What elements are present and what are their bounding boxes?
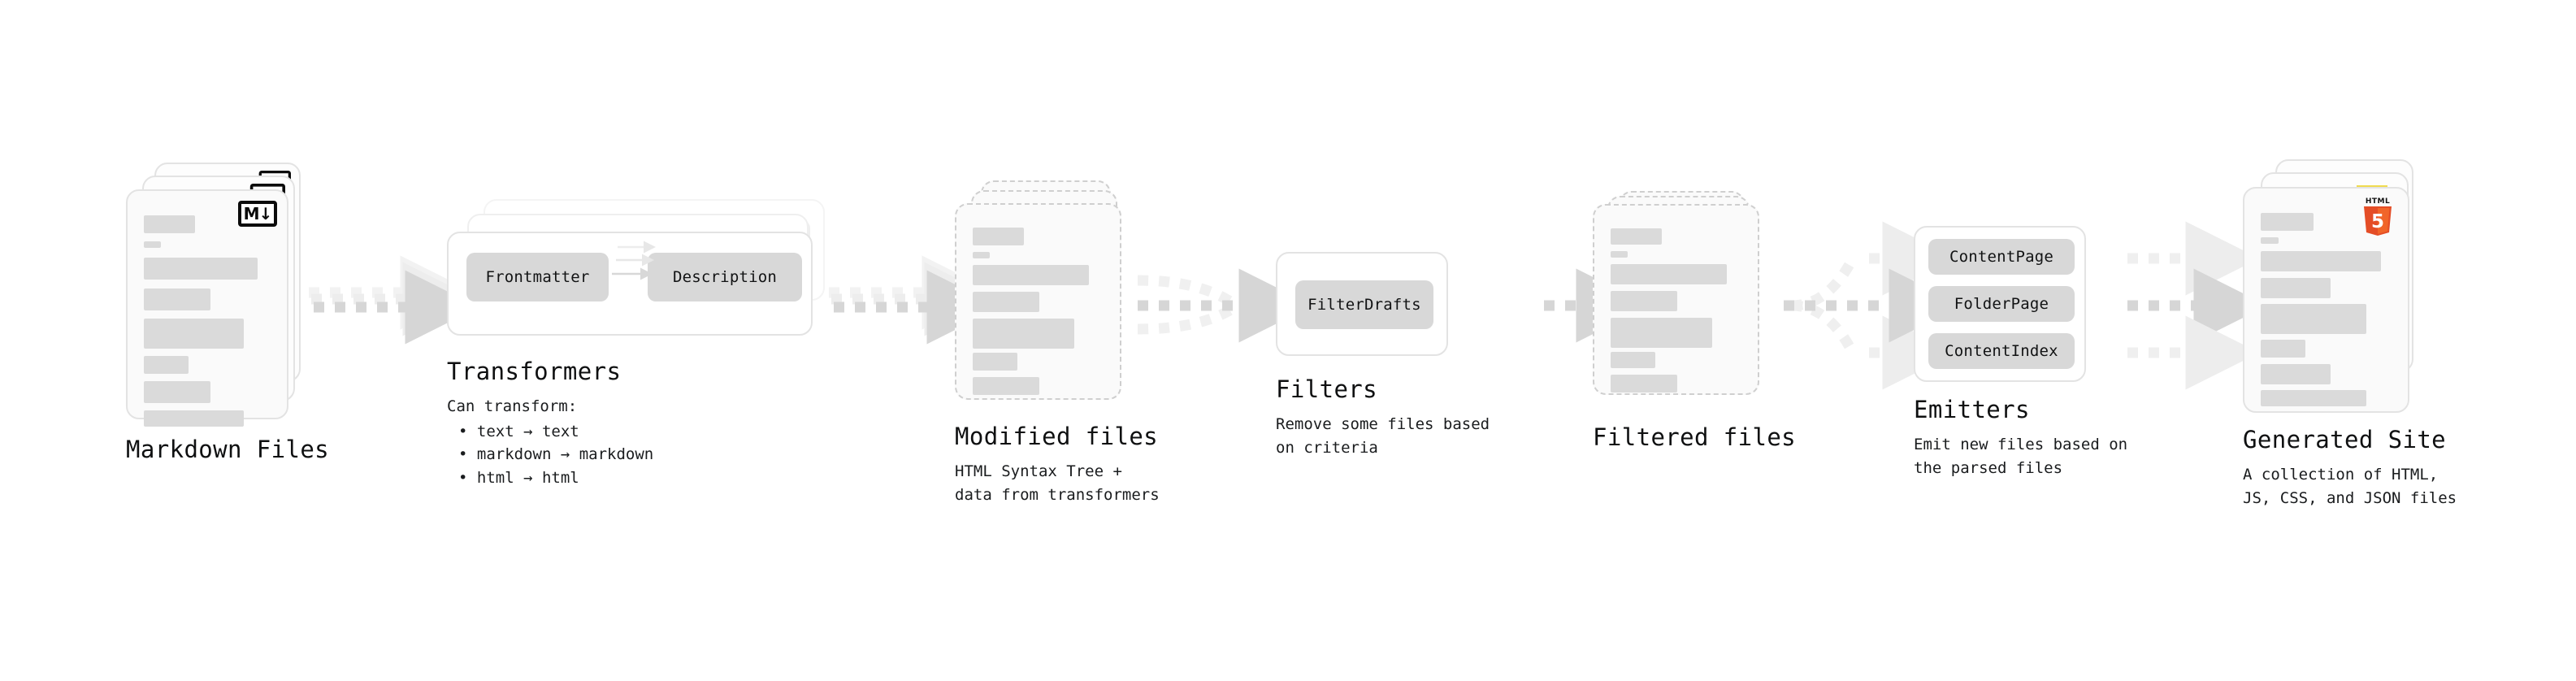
generated-site-subtitle: A collection of HTML, JS, CSS, and JSON … xyxy=(2243,466,2457,507)
emitter-node-contentpage[interactable]: ContentPage xyxy=(1928,239,2075,275)
skeleton-line xyxy=(973,252,990,258)
modified-file-stack xyxy=(955,180,1142,416)
transformers-bullet-list: • text → text • markdown → markdown • ht… xyxy=(447,420,829,490)
connector-emitters-to-site xyxy=(2127,221,2268,390)
generated-card-front-html: HTML 5 xyxy=(2243,187,2409,413)
skeleton-line xyxy=(973,228,1024,245)
page-title: Generated Site xyxy=(2243,426,2447,453)
skeleton-line xyxy=(2261,278,2331,298)
skeleton-line xyxy=(144,215,195,233)
page-title: Filters xyxy=(1276,375,1378,403)
modified-card-front xyxy=(955,203,1121,400)
skeleton-line xyxy=(973,319,1074,349)
skeleton-line xyxy=(2261,251,2381,271)
skeleton-line xyxy=(144,381,210,403)
skeleton-line xyxy=(144,319,244,349)
skeleton-line xyxy=(973,353,1017,371)
stage-modified-files: Modified files HTML Syntax Tree + data f… xyxy=(955,180,1160,506)
page-title: Emitters xyxy=(1914,396,2030,423)
emitters-subtitle: Emit new files based on the parsed files xyxy=(1914,436,2128,477)
skeleton-line xyxy=(2261,390,2366,406)
skeleton-line xyxy=(144,410,244,427)
page-title: Markdown Files xyxy=(126,436,330,463)
stage-markdown-files: M↓ M↓ M↓ Markdown Files xyxy=(126,163,329,463)
list-item-label: html → html xyxy=(476,468,579,487)
skeleton-line xyxy=(1611,352,1655,368)
transformer-panel-front[interactable]: Frontmatter Description xyxy=(447,232,813,336)
skeleton-line xyxy=(1611,291,1677,311)
list-item-label: markdown → markdown xyxy=(476,445,654,463)
skeleton-line xyxy=(2261,237,2279,244)
list-item: • text → text xyxy=(447,420,829,444)
skeleton-line xyxy=(144,241,161,248)
stage-filtered-files: Filtered files xyxy=(1593,191,1796,451)
skeleton-line xyxy=(1611,318,1712,348)
svg-text:5: 5 xyxy=(2371,211,2384,232)
page-title: Modified files xyxy=(955,423,1159,450)
page-title: Transformers xyxy=(447,358,622,385)
stage-generated-site: CSS HTML 5 xyxy=(2243,159,2457,510)
connector-transformers-to-modified xyxy=(829,255,1001,345)
filtered-file-stack xyxy=(1593,191,1780,419)
generated-site-stack: CSS HTML 5 xyxy=(2243,159,2446,419)
skeleton-line xyxy=(2261,213,2314,231)
skeleton-line xyxy=(2261,304,2366,334)
stage-filters: FilterDrafts Filters Remove some files b… xyxy=(1276,252,1490,459)
transformer-node-description[interactable]: Description xyxy=(648,253,802,301)
skeleton-line xyxy=(144,356,189,374)
connector-filtered-to-emitters xyxy=(1784,221,1963,390)
skeleton-line xyxy=(1611,251,1628,258)
bullet-marker: • xyxy=(458,468,468,487)
transformers-panel-stack: Frontmatter Description xyxy=(447,199,829,336)
html5-badge-icon: HTML 5 xyxy=(2364,197,2392,236)
stage-emitters: ContentPage FolderPage ContentIndex Emit… xyxy=(1914,226,2127,479)
skeleton-line xyxy=(973,265,1089,285)
modified-files-subtitle: HTML Syntax Tree + data from transformer… xyxy=(955,462,1160,504)
emitter-node-folderpage[interactable]: FolderPage xyxy=(1928,286,2075,322)
emitter-node-contentindex[interactable]: ContentIndex xyxy=(1928,333,2075,369)
skeleton-line xyxy=(1611,264,1727,284)
transformer-node-frontmatter[interactable]: Frontmatter xyxy=(466,253,609,301)
skeleton-line xyxy=(973,377,1039,395)
emitters-panel-stack: ContentPage FolderPage ContentIndex xyxy=(1914,226,2109,384)
list-item: • html → html xyxy=(447,466,829,490)
transformers-subtitle: Can transform: xyxy=(447,397,578,415)
bullet-marker: • xyxy=(458,445,468,463)
filters-panel[interactable]: FilterDrafts xyxy=(1276,252,1448,356)
markdown-file-stack: M↓ M↓ M↓ xyxy=(126,163,313,427)
skeleton-line xyxy=(973,292,1039,312)
page-title: Filtered files xyxy=(1593,423,1797,451)
skeleton-line xyxy=(1611,375,1677,393)
filter-node-filterdrafts[interactable]: FilterDrafts xyxy=(1295,280,1433,329)
skeleton-line xyxy=(144,288,210,310)
filters-panel-stack: FilterDrafts xyxy=(1276,252,1455,358)
markdown-card-front: M↓ xyxy=(126,189,288,427)
skeleton-line xyxy=(2261,340,2305,358)
list-item: • markdown → markdown xyxy=(447,443,829,466)
stage-transformers: Run in parallel Frontmatter Description xyxy=(447,199,829,489)
transformer-inner-arrows xyxy=(612,241,656,280)
svg-text:HTML: HTML xyxy=(2366,197,2390,206)
bullet-marker: • xyxy=(458,422,468,440)
filters-subtitle: Remove some files based on criteria xyxy=(1276,415,1490,457)
skeleton-line xyxy=(2261,364,2331,384)
emitters-panel[interactable]: ContentPage FolderPage ContentIndex xyxy=(1914,226,2086,382)
markdown-badge-icon: M↓ xyxy=(238,201,277,227)
list-item-label: text → text xyxy=(476,422,579,440)
skeleton-line xyxy=(144,258,258,280)
skeleton-line xyxy=(1611,228,1662,245)
filtered-card-front xyxy=(1593,204,1759,395)
